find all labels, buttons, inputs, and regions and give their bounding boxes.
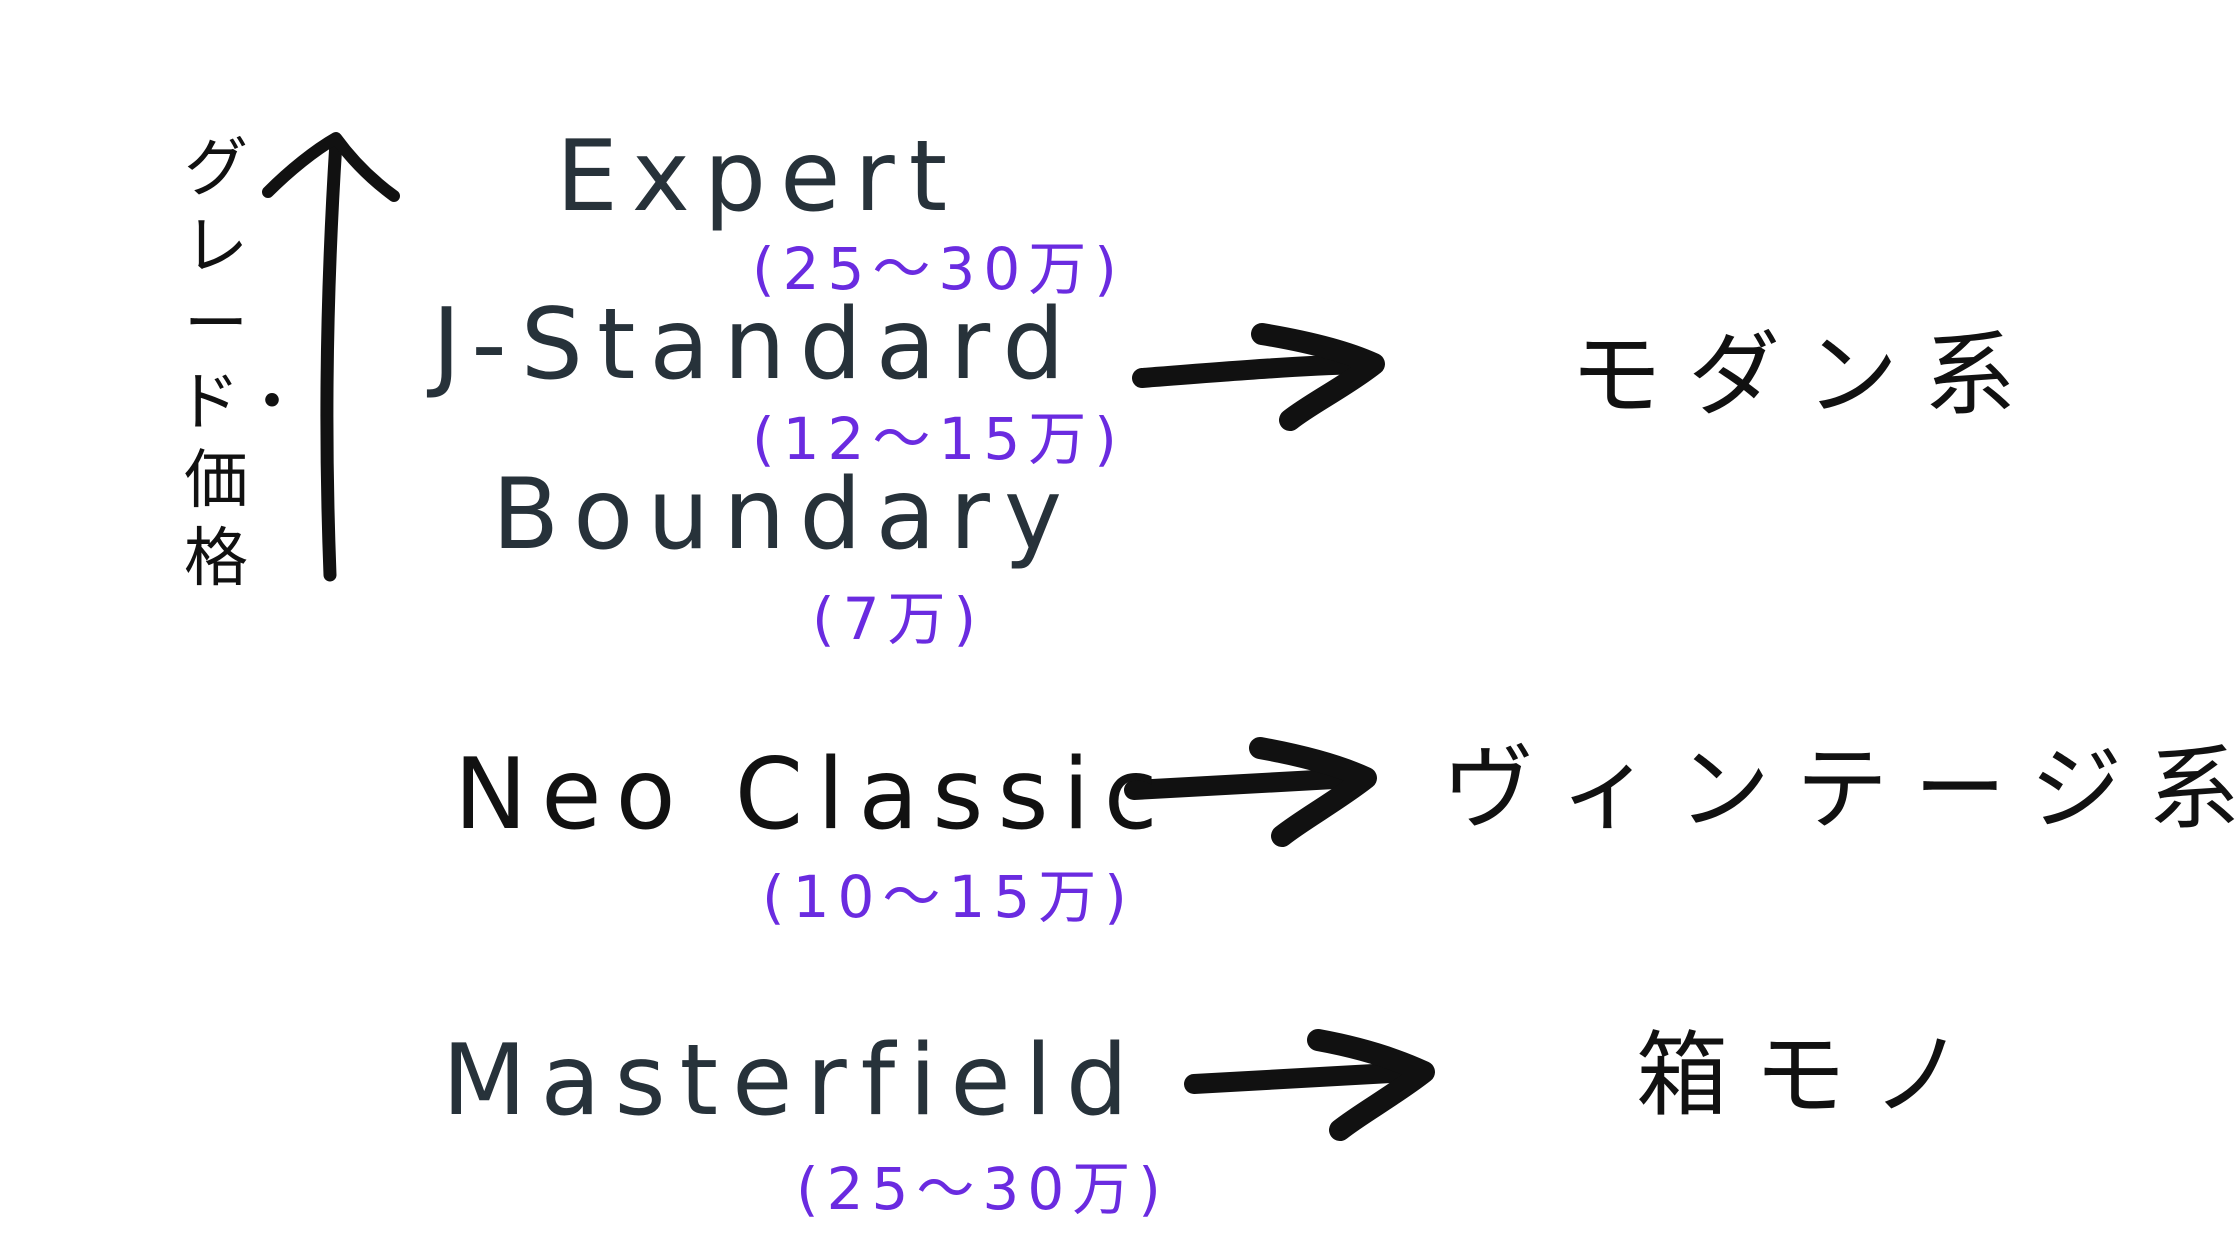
arrow-icon — [1132, 323, 1385, 431]
price-boundary: (7万) — [812, 585, 985, 653]
axis-label: グレード・価格 — [176, 132, 304, 596]
model-j-standard: J-Standard — [432, 288, 1079, 402]
category-modern: モダン系 — [1570, 322, 2043, 429]
price-expert: (25〜30万) — [752, 235, 1125, 303]
arrow-icon — [1124, 737, 1377, 847]
grade-axis-arrow — [262, 132, 400, 582]
category-box: 箱モノ — [1636, 1022, 1991, 1129]
model-expert: Expert — [556, 120, 962, 234]
arrow-icon — [1184, 1029, 1435, 1141]
category-vintage: ヴィンテージ系 — [1442, 736, 2240, 843]
model-neo-classic: Neo Classic — [454, 738, 1172, 852]
model-boundary: Boundary — [492, 458, 1076, 572]
price-masterfield: (25〜30万) — [796, 1155, 1169, 1223]
price-j-standard: (12〜15万) — [752, 405, 1125, 473]
price-neo-classic: (10〜15万) — [762, 863, 1135, 931]
model-masterfield: Masterfield — [442, 1024, 1143, 1138]
